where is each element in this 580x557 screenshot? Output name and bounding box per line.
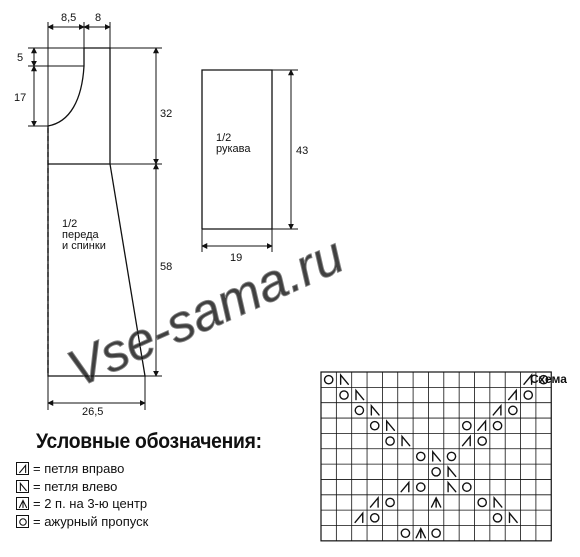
sleeve-label-line-1: 1/2 — [216, 132, 231, 144]
chart-cell-left-decrease — [493, 495, 503, 508]
chart-cell-right-decrease — [354, 511, 364, 524]
chart-cell-right-decrease — [369, 495, 379, 508]
center-double-decrease-icon — [16, 497, 29, 510]
chart-cell-left-decrease — [370, 403, 380, 416]
chart-cell-yarn-over — [477, 497, 488, 508]
chart-cell-left-decrease — [401, 434, 411, 447]
dim-neck-depth: 5 — [17, 52, 23, 64]
chart-cell-right-decrease — [400, 480, 410, 493]
front-back-label-line-1: 1/2 — [62, 218, 77, 230]
chart-cell-left-decrease — [447, 465, 457, 478]
chart-cell-yarn-over — [369, 512, 380, 523]
chart-cell-yarn-over — [508, 405, 518, 416]
legend-item-text: = петля вправо — [33, 461, 125, 476]
chart-cell-left-decrease — [339, 373, 350, 385]
front-back-dimension-lines — [28, 22, 162, 410]
chart-border — [320, 371, 552, 542]
legend-item-yarn-over: = ажурный пропуск — [16, 513, 148, 530]
front-back-label-line-3: и спинки — [62, 240, 106, 252]
chart-cell-right-decrease — [461, 434, 471, 447]
legend-title: Условные обозначения: — [36, 430, 262, 453]
chart-cell-yarn-over — [385, 436, 395, 446]
dim-armhole-shape: 17 — [14, 92, 26, 104]
chart-cell-yarn-over — [415, 451, 426, 462]
watermark: Vse-sama.ru — [59, 226, 352, 399]
chart-cell-yarn-over — [492, 420, 503, 431]
chart-cell-yarn-over — [446, 451, 457, 462]
chart-cell-yarn-over — [492, 512, 503, 523]
chart-cell-yarn-over — [431, 528, 441, 539]
chart-cell-left-decrease — [508, 511, 518, 524]
chart-cell-yarn-over — [369, 420, 380, 431]
legend-item-text: = ажурный пропуск — [33, 513, 149, 529]
chart-cell-left-decrease — [386, 419, 396, 432]
legend-item-text: = 2 п. на 3-ю центр — [33, 496, 148, 511]
sleeve-schematic — [201, 69, 273, 230]
dim-hem-width: 26,5 — [82, 406, 103, 418]
chart-cell-yarn-over — [431, 466, 441, 477]
chart-cell-yarn-over — [339, 390, 349, 400]
chart-cell-yarn-over — [461, 420, 472, 431]
chart-cell-yarn-over — [477, 436, 488, 446]
dim-neck-width: 8,5 — [61, 12, 76, 24]
legend-item-left-decrease: = петля влево — [16, 478, 117, 495]
chart-cell-right-decrease — [507, 388, 517, 401]
legend-item-center-double-decrease: = 2 п. на 3-ю центр — [16, 495, 147, 512]
chart-cell-left-decrease — [432, 449, 442, 462]
sleeve-label-line-2: рукава — [216, 143, 251, 155]
left-decrease-icon — [16, 479, 29, 493]
chart-title: Схема — [530, 372, 567, 386]
chart-cell-right-decrease — [523, 373, 533, 385]
sleeve-dimension-lines — [201, 69, 298, 252]
legend-item-right-decrease: = петля вправо — [16, 460, 124, 477]
chart-cell-right-decrease — [477, 419, 487, 432]
right-decrease-icon — [16, 462, 29, 475]
chart-cell-yarn-over — [415, 482, 426, 492]
chart-cell-yarn-over — [354, 405, 365, 416]
chart-cell-yarn-over — [400, 528, 411, 539]
chart-cell-left-decrease — [447, 480, 457, 493]
chart-cell-yarn-over — [461, 482, 472, 492]
dim-body-height: 58 — [160, 261, 172, 273]
legend-item-text: = петля влево — [33, 478, 118, 494]
stitch-chart-grid — [320, 371, 552, 542]
chart-cell-yarn-over — [538, 374, 549, 385]
yarn-over-icon — [16, 514, 29, 528]
dim-sleeve-height: 43 — [296, 145, 308, 157]
sleeve-outline — [201, 69, 273, 229]
neckline-curve — [47, 48, 85, 127]
chart-cell-left-decrease — [355, 388, 365, 401]
chart-cell-yarn-over — [323, 374, 334, 385]
chart-cell-right-decrease — [492, 403, 502, 416]
dim-sleeve-width: 19 — [230, 252, 242, 264]
chart-cell-center-decrease — [415, 527, 427, 539]
chart-cell-yarn-over — [385, 497, 395, 508]
dim-yoke-height: 32 — [160, 108, 172, 120]
chart-cell-yarn-over — [523, 390, 534, 400]
front-back-label-line-2: переда — [62, 229, 99, 241]
dim-shoulder-width: 8 — [95, 12, 101, 24]
stitch-chart-symbols — [323, 373, 549, 539]
chart-cell-center-decrease — [430, 496, 442, 508]
